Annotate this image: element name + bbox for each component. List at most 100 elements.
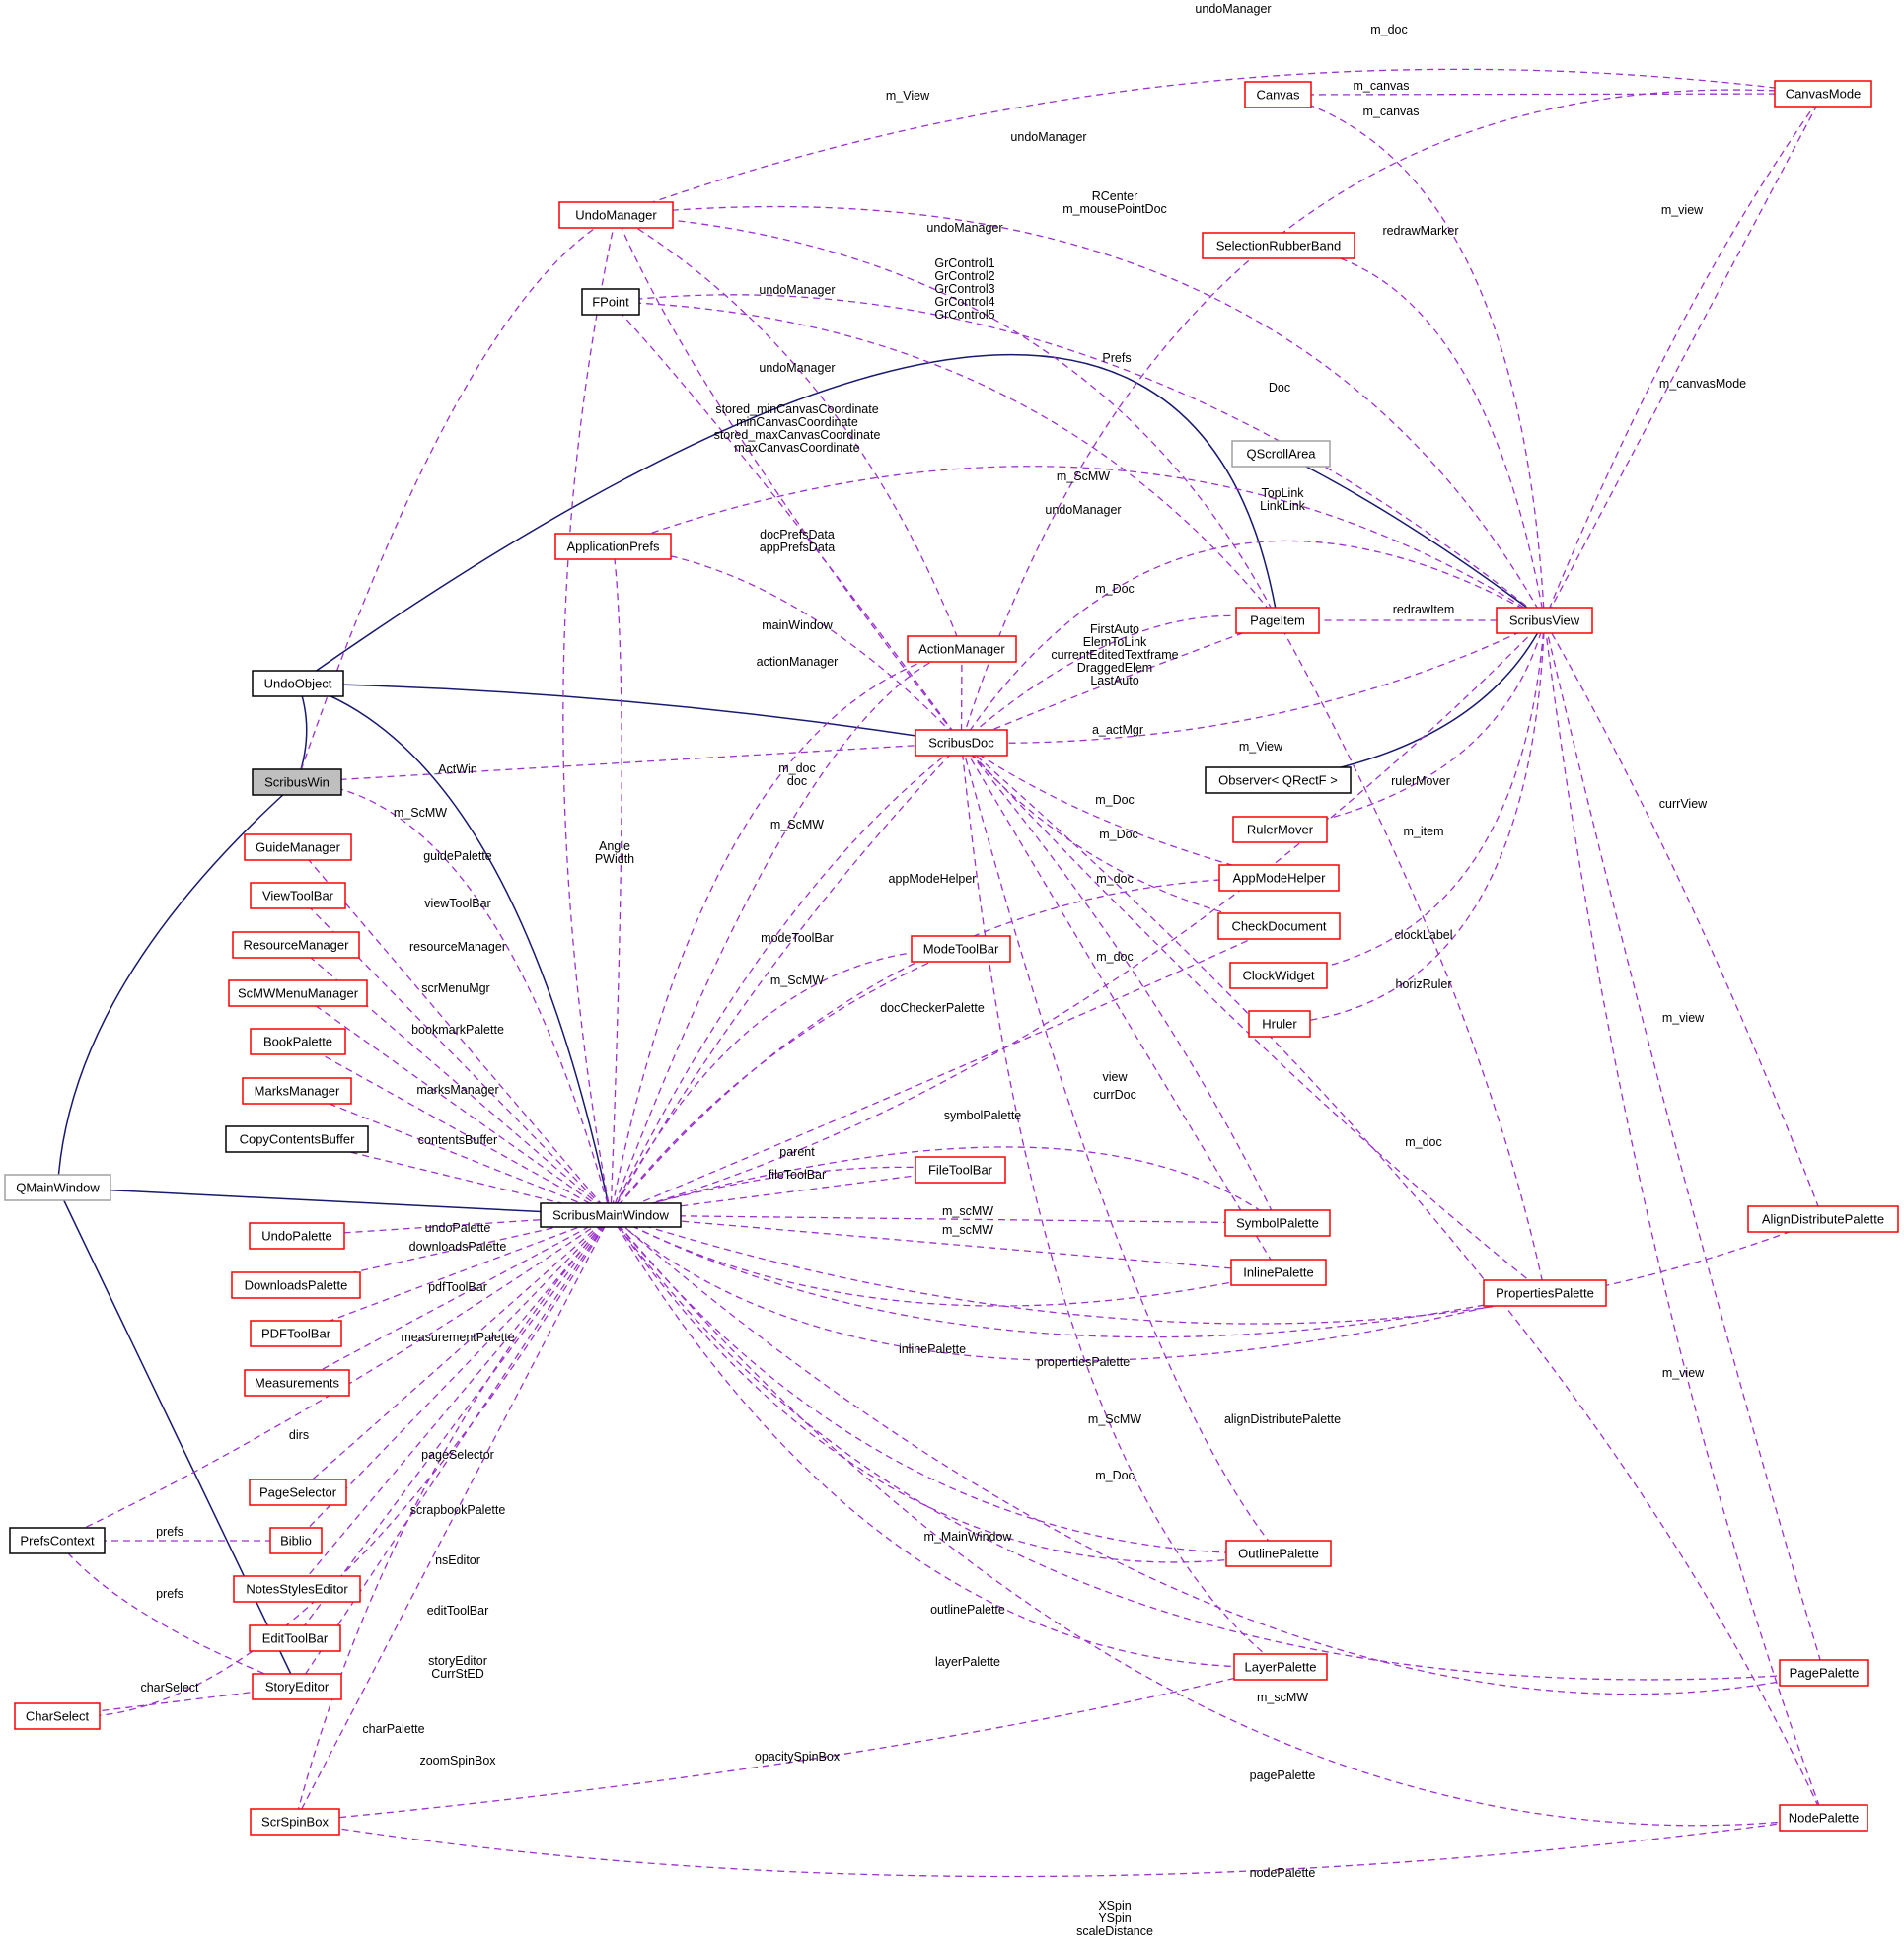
class-node-aligndistributepalette[interactable]: AlignDistributePalette xyxy=(1747,1205,1899,1233)
class-node-fpoint[interactable]: FPoint xyxy=(581,288,640,316)
class-node-inlinepalette[interactable]: InlinePalette xyxy=(1230,1259,1327,1286)
usage-edge-ScribusView-to-ScribusDoc xyxy=(960,540,1545,744)
node-label: Observer< QRectF > xyxy=(1218,773,1338,788)
class-node-layerpalette[interactable]: LayerPalette xyxy=(1233,1653,1328,1681)
class-node-edittoolbar[interactable]: EditToolBar xyxy=(249,1624,341,1652)
class-node-outlinepalette[interactable]: OutlinePalette xyxy=(1225,1540,1332,1567)
usage-edge-ScribusMainWindow-to-AlignDistributePalette xyxy=(610,1214,1824,1325)
class-node-checkdocument[interactable]: CheckDocument xyxy=(1217,912,1341,940)
class-node-scribusview[interactable]: ScribusView xyxy=(1496,607,1593,634)
usage-edge-ScribusMainWindow-to-Biblio xyxy=(295,1214,612,1542)
node-label: AppModeHelper xyxy=(1233,871,1327,886)
class-node-prefscontext[interactable]: PrefsContext xyxy=(9,1527,106,1554)
node-label: RulerMover xyxy=(1247,823,1314,837)
class-node-pageitem[interactable]: PageItem xyxy=(1235,607,1320,634)
class-node-pdftoolbar[interactable]: PDFToolBar xyxy=(250,1320,342,1347)
class-node-bookpalette[interactable]: BookPalette xyxy=(250,1028,346,1055)
usage-edge-ScribusView-to-ClockWidget xyxy=(1278,619,1546,979)
node-label: Hruler xyxy=(1262,1017,1297,1032)
edge-label: m_View xyxy=(886,89,930,103)
class-node-clockwidget[interactable]: ClockWidget xyxy=(1229,962,1328,989)
class-node-applicationprefs[interactable]: ApplicationPrefs xyxy=(554,533,672,560)
edge-label: view xyxy=(1102,1070,1128,1084)
edge-label: m_doc xyxy=(778,761,816,775)
edge-label: doc xyxy=(787,774,807,788)
edge-label: XSpin xyxy=(1098,1899,1131,1912)
edge-label: redrawItem xyxy=(1393,603,1455,616)
node-box xyxy=(242,1077,352,1105)
usage-edge-LayerPalette-to-ScrSpinBox xyxy=(294,1666,1282,1826)
node-box xyxy=(14,1702,101,1730)
class-node-qscrollarea[interactable]: QScrollArea xyxy=(1231,440,1331,468)
node-box xyxy=(231,1271,361,1299)
class-node-canvasmode[interactable]: CanvasMode xyxy=(1774,80,1872,108)
edge-label: m_view xyxy=(1662,1011,1705,1025)
node-label: CheckDocument xyxy=(1231,919,1326,934)
edge-label: m_Doc xyxy=(1099,828,1138,841)
node-label: ScMWMenuManager xyxy=(238,986,359,1001)
class-node-pagepalette[interactable]: PagePalette xyxy=(1779,1659,1869,1687)
class-node-rulermover[interactable]: RulerMover xyxy=(1232,816,1328,843)
edge-label: actionManager xyxy=(757,655,839,669)
class-node-undopalette[interactable]: UndoPalette xyxy=(249,1222,345,1250)
class-node-propertiespalette[interactable]: PropertiesPalette xyxy=(1483,1279,1607,1307)
class-node-actionmanager[interactable]: ActionManager xyxy=(907,635,1017,663)
class-node-symbolpalette[interactable]: SymbolPalette xyxy=(1224,1209,1331,1237)
inheritance-edge-StoryEditor-to-QMainWindow xyxy=(56,1187,298,1688)
usage-edge-ScribusMainWindow-to-NotesStylesEditor xyxy=(296,1214,612,1590)
node-label: NotesStylesEditor xyxy=(246,1582,348,1597)
class-node-undoobject[interactable]: UndoObject xyxy=(252,670,344,697)
class-node-qmainwindow[interactable]: QMainWindow xyxy=(4,1174,111,1201)
edge-label: m_ScMW xyxy=(1088,1412,1141,1426)
class-node-nodepalette[interactable]: NodePalette xyxy=(1779,1804,1868,1832)
usage-edge-ModeToolBar-to-ScribusMainWindow xyxy=(610,948,962,1216)
usage-edge-ScribusDoc-to-UndoManager xyxy=(615,214,963,744)
edge-label: zoomSpinBox xyxy=(419,1754,496,1768)
class-node-downloadspalette[interactable]: DownloadsPalette xyxy=(231,1271,361,1299)
class-node-storyeditor[interactable]: StoryEditor xyxy=(252,1673,342,1700)
class-node-resourcemanager[interactable]: ResourceManager xyxy=(232,931,360,959)
usage-edge-PagePalette-to-ScribusMainWindow xyxy=(610,1214,1825,1681)
class-node-viewtoolbar[interactable]: ViewToolBar xyxy=(250,882,346,909)
class-node-charselect[interactable]: CharSelect xyxy=(14,1702,101,1730)
node-box xyxy=(1230,1259,1327,1286)
edge-label: editToolBar xyxy=(427,1604,489,1618)
edge-label: m_doc xyxy=(1096,872,1134,886)
class-node-scribusmainwindow[interactable]: ScribusMainWindow xyxy=(540,1202,682,1228)
usage-edge-ScribusMainWindow-to-EditToolBar xyxy=(294,1214,612,1639)
edge-label: opacitySpinBox xyxy=(755,1750,841,1764)
edge-label: RCenter xyxy=(1092,189,1138,203)
class-node-scrspinbox[interactable]: ScrSpinBox xyxy=(250,1808,340,1836)
class-node-selectionrubberband[interactable]: SelectionRubberBand xyxy=(1202,232,1355,259)
edge-label: minCanvasCoordinate xyxy=(736,415,858,429)
class-node-hruler[interactable]: Hruler xyxy=(1248,1010,1311,1038)
edge-label: layerPalette xyxy=(935,1655,1000,1669)
edge-label: TopLink xyxy=(1261,486,1304,500)
class-node-copycontentsbuffer[interactable]: CopyContentsBuffer xyxy=(225,1125,369,1153)
usage-edge-ScribusMainWindow-to-CopyContentsBuffer xyxy=(296,1136,612,1216)
class-node-guidemanager[interactable]: GuideManager xyxy=(244,833,352,861)
class-node-scribuswin[interactable]: ScribusWin xyxy=(252,768,342,796)
edge-label: m_ScMW xyxy=(770,974,824,987)
class-node-biblio[interactable]: Biblio xyxy=(269,1527,323,1554)
class-node-scribusdoc[interactable]: ScribusDoc xyxy=(915,729,1008,757)
class-node-notesstyleseditor[interactable]: NotesStylesEditor xyxy=(233,1575,361,1603)
node-label: ApplicationPrefs xyxy=(567,540,660,554)
class-node-marksmanager[interactable]: MarksManager xyxy=(242,1077,352,1105)
usage-edge-ScribusMainWindow-to-PagePalette xyxy=(610,1214,1825,1695)
class-node-appmodehelper[interactable]: AppModeHelper xyxy=(1218,864,1340,892)
class-node-canvas[interactable]: Canvas xyxy=(1244,81,1312,108)
class-node-observerqrectf[interactable]: Observer< QRectF > xyxy=(1205,766,1352,794)
class-node-measurements[interactable]: Measurements xyxy=(244,1369,350,1397)
node-label: UndoManager xyxy=(575,208,657,223)
edge-label: appModeHelper xyxy=(889,872,977,886)
edge-label: m_Doc xyxy=(1095,582,1135,596)
class-node-scmwmenumanager[interactable]: ScMWMenuManager xyxy=(228,979,368,1007)
usage-edge-ScribusMainWindow-to-ApplicationPrefs xyxy=(609,545,622,1216)
class-node-pageselector[interactable]: PageSelector xyxy=(249,1479,347,1506)
edge-label: pdfToolBar xyxy=(428,1280,487,1294)
node-box xyxy=(233,1575,361,1603)
class-node-filetoolbar[interactable]: FileToolBar xyxy=(915,1156,1006,1184)
class-node-modetoolbar[interactable]: ModeToolBar xyxy=(911,935,1011,963)
class-node-undomanager[interactable]: UndoManager xyxy=(558,201,674,229)
